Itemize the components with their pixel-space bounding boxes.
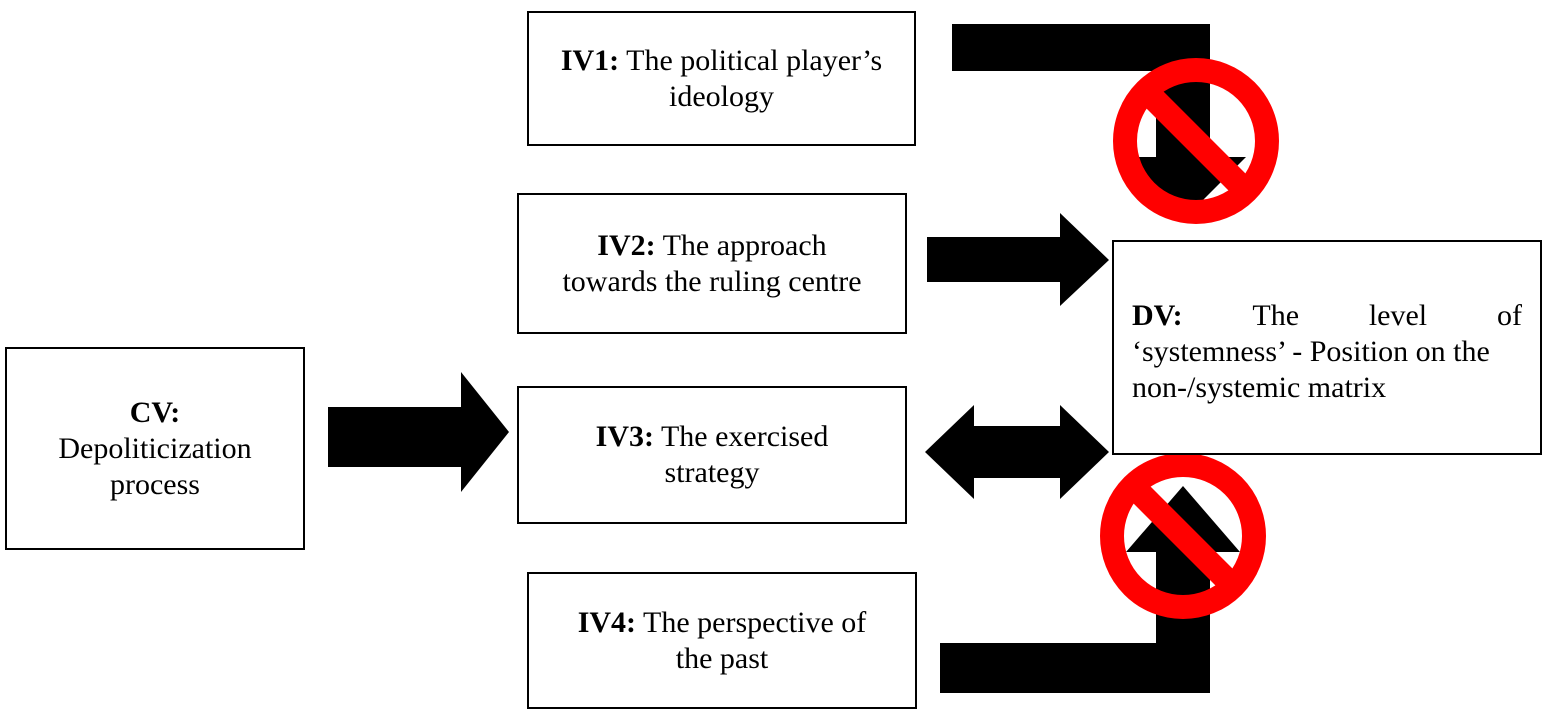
iv3-text-line1: The exercised: [660, 420, 829, 453]
arrow-iv4-to-dv: [940, 486, 1240, 693]
dv-line1: DV: The level of: [1132, 298, 1522, 334]
iv2-label: IV2:: [597, 228, 656, 262]
arrow-cv-to-iv3: [328, 372, 509, 492]
arrow-iv1-to-dv: [952, 24, 1246, 220]
iv1-text-line2: ideology: [669, 79, 774, 113]
iv3-box: IV3: The exercised strategy: [517, 386, 907, 524]
double-arrow-iv3-dv: [925, 405, 1109, 499]
iv4-box: IV4: The perspective of the past: [527, 572, 917, 709]
iv4-text-line1: The perspective of: [643, 605, 867, 639]
iv2-box: IV2: The approach towards the ruling cen…: [517, 193, 907, 334]
iv3-label: IV3:: [595, 420, 654, 453]
control-variable-box: CV: Depoliticization process: [5, 347, 305, 550]
iv1-box: IV1: The political player’s ideology: [527, 11, 916, 146]
iv1-text-line1: The political player’s: [626, 43, 883, 77]
dv-label: DV:: [1132, 299, 1183, 332]
no-entry-icon: [1100, 453, 1266, 619]
dv-word-the: The: [1252, 299, 1300, 332]
iv2-text-line2: towards the ruling centre: [562, 264, 862, 298]
iv1-label: IV1:: [560, 43, 620, 77]
iv3-text-line2: strategy: [664, 456, 760, 489]
arrow-iv2-to-dv: [927, 213, 1109, 306]
dv-line3: non-/systemic matrix: [1132, 371, 1387, 404]
iv4-label: IV4:: [577, 605, 637, 639]
dv-word-level: level: [1368, 299, 1428, 332]
iv2-text-line1: The approach: [662, 228, 827, 262]
dv-word-of: of: [1496, 299, 1522, 332]
no-entry-icon: [1113, 58, 1279, 224]
dv-line2: ‘systemness’ - Position on the: [1132, 335, 1490, 368]
cv-label: CV:: [129, 395, 181, 429]
iv4-text-line2: the past: [675, 641, 769, 675]
dependent-variable-box: DV: The level of ‘systemness’ - Position…: [1112, 240, 1542, 455]
cv-text: Depoliticization process: [58, 431, 252, 501]
